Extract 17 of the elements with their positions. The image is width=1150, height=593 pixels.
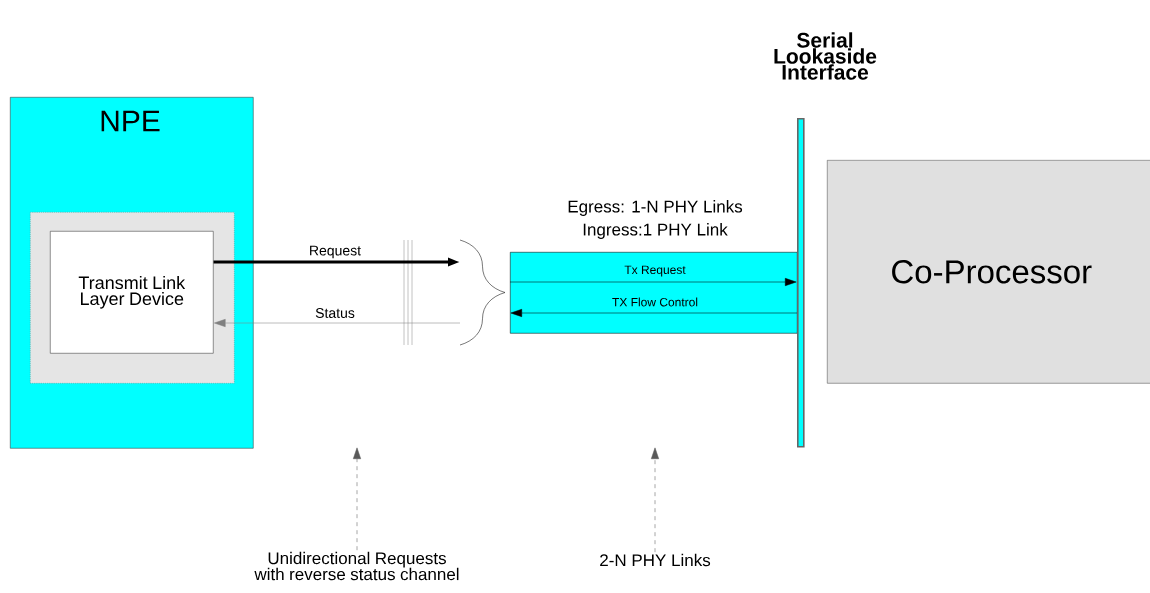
note-text: 2-N PHY Links (600, 553, 711, 567)
curly-brace (459, 239, 506, 346)
edge-label: Status (315, 308, 355, 318)
note-text: Unidirectional Requests with reverse status channel (254, 551, 459, 581)
arrow (353, 447, 361, 551)
arrow (509, 278, 797, 286)
arrow (651, 447, 659, 553)
node-label: Serial Lookaside Interface (774, 32, 877, 80)
arrow (510, 309, 798, 317)
device-box: Transmit Link Layer Device (50, 231, 214, 354)
edge-label: Tx Request (624, 265, 686, 277)
coprocessor-box: Co-Processor (827, 160, 1150, 384)
edge-label: TX Flow Control (612, 297, 698, 307)
node-label: Egress: 1-N PHY Links (568, 200, 743, 216)
edge-label: Request (310, 245, 361, 259)
node-label: Ingress:1 PHY Link (583, 223, 728, 239)
arrow (214, 319, 461, 327)
